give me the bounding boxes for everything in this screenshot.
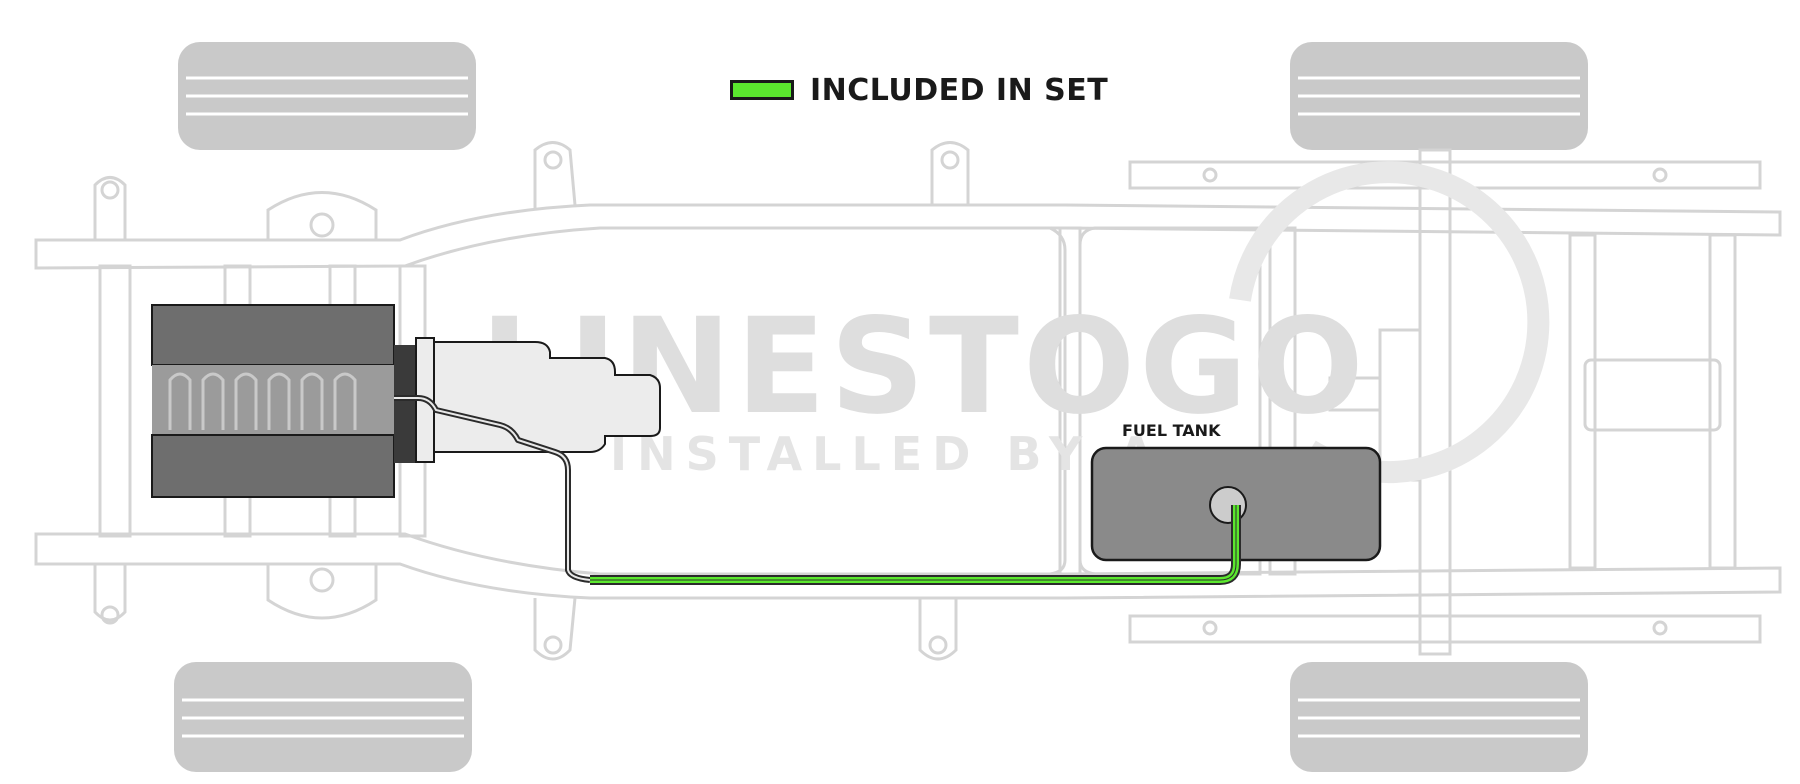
legend-swatch-included: [730, 80, 794, 100]
engine: [151, 304, 419, 498]
fuel-tank: FUEL TANK: [1090, 421, 1382, 562]
legend: INCLUDED IN SET: [730, 70, 1108, 110]
included-fuel-lines: [590, 505, 1241, 585]
tire-front-left: [178, 42, 476, 150]
tire-rear-left: [174, 662, 472, 772]
legend-label: INCLUDED IN SET: [810, 72, 1109, 108]
fuel-tank-label: FUEL TANK: [1122, 421, 1221, 440]
engine-cylinders: [168, 372, 357, 430]
chassis-frame: [34, 141, 1782, 661]
mount-holes: [100, 150, 1668, 655]
tire-rear-right: [1290, 662, 1588, 772]
tire-front-right: [1290, 42, 1588, 150]
